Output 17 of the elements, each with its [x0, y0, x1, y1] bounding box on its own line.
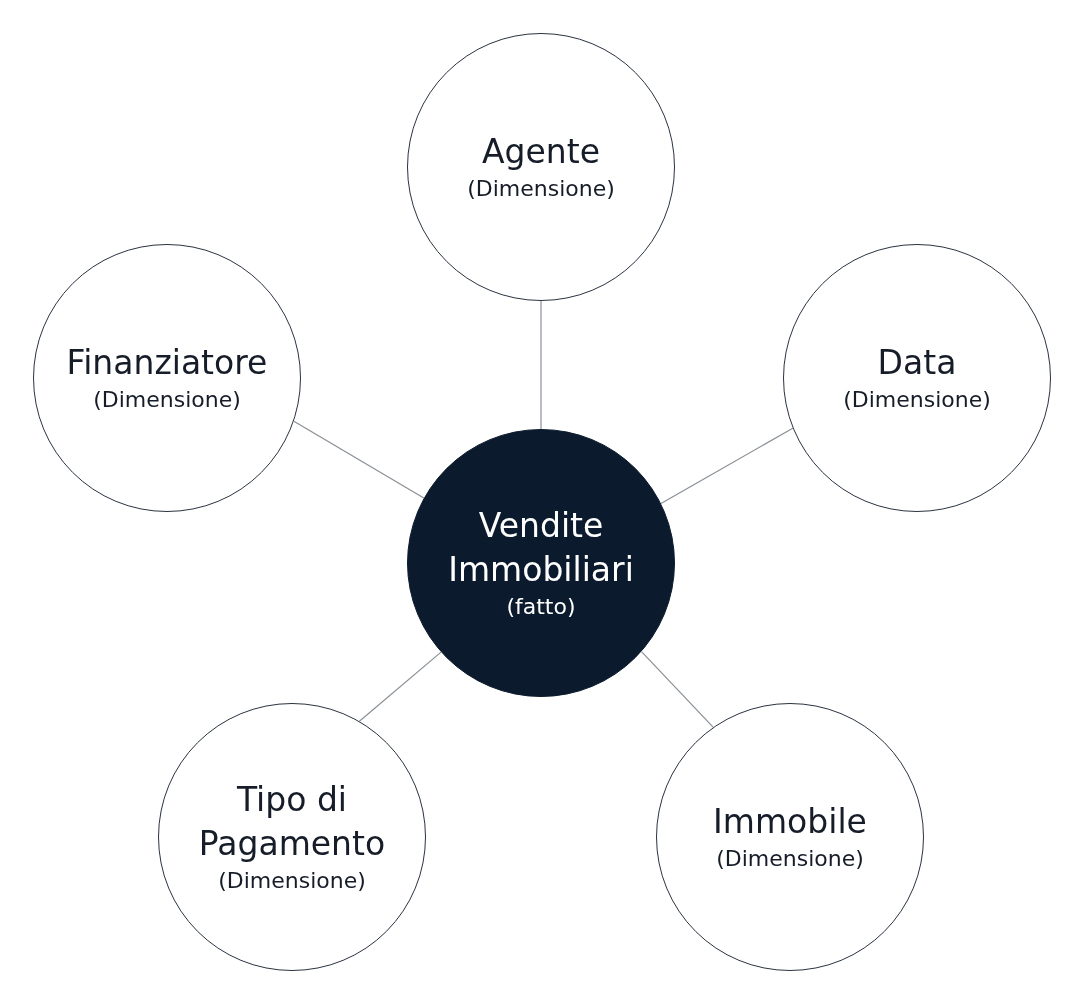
- node-title: Immobile: [713, 801, 867, 843]
- node-subtitle: (Dimensione): [93, 386, 241, 414]
- node-subtitle: (fatto): [506, 593, 576, 621]
- node-title: Vendite Immobiliari: [447, 505, 635, 591]
- connector-line: [293, 420, 425, 499]
- node-title: Finanziatore: [66, 342, 268, 384]
- node-subtitle: (Dimensione): [467, 175, 615, 203]
- connector-line: [358, 651, 442, 722]
- node-subtitle: (Dimensione): [843, 386, 991, 414]
- node-subtitle: (Dimensione): [716, 845, 864, 873]
- node-title: Agente: [482, 131, 600, 173]
- connector-line: [660, 427, 794, 504]
- connector-line: [540, 300, 542, 430]
- connector-line: [640, 651, 714, 728]
- node-title: Data: [877, 342, 957, 384]
- node-subtitle: (Dimensione): [218, 867, 366, 895]
- node-title: Tipo di Pagamento: [197, 779, 387, 865]
